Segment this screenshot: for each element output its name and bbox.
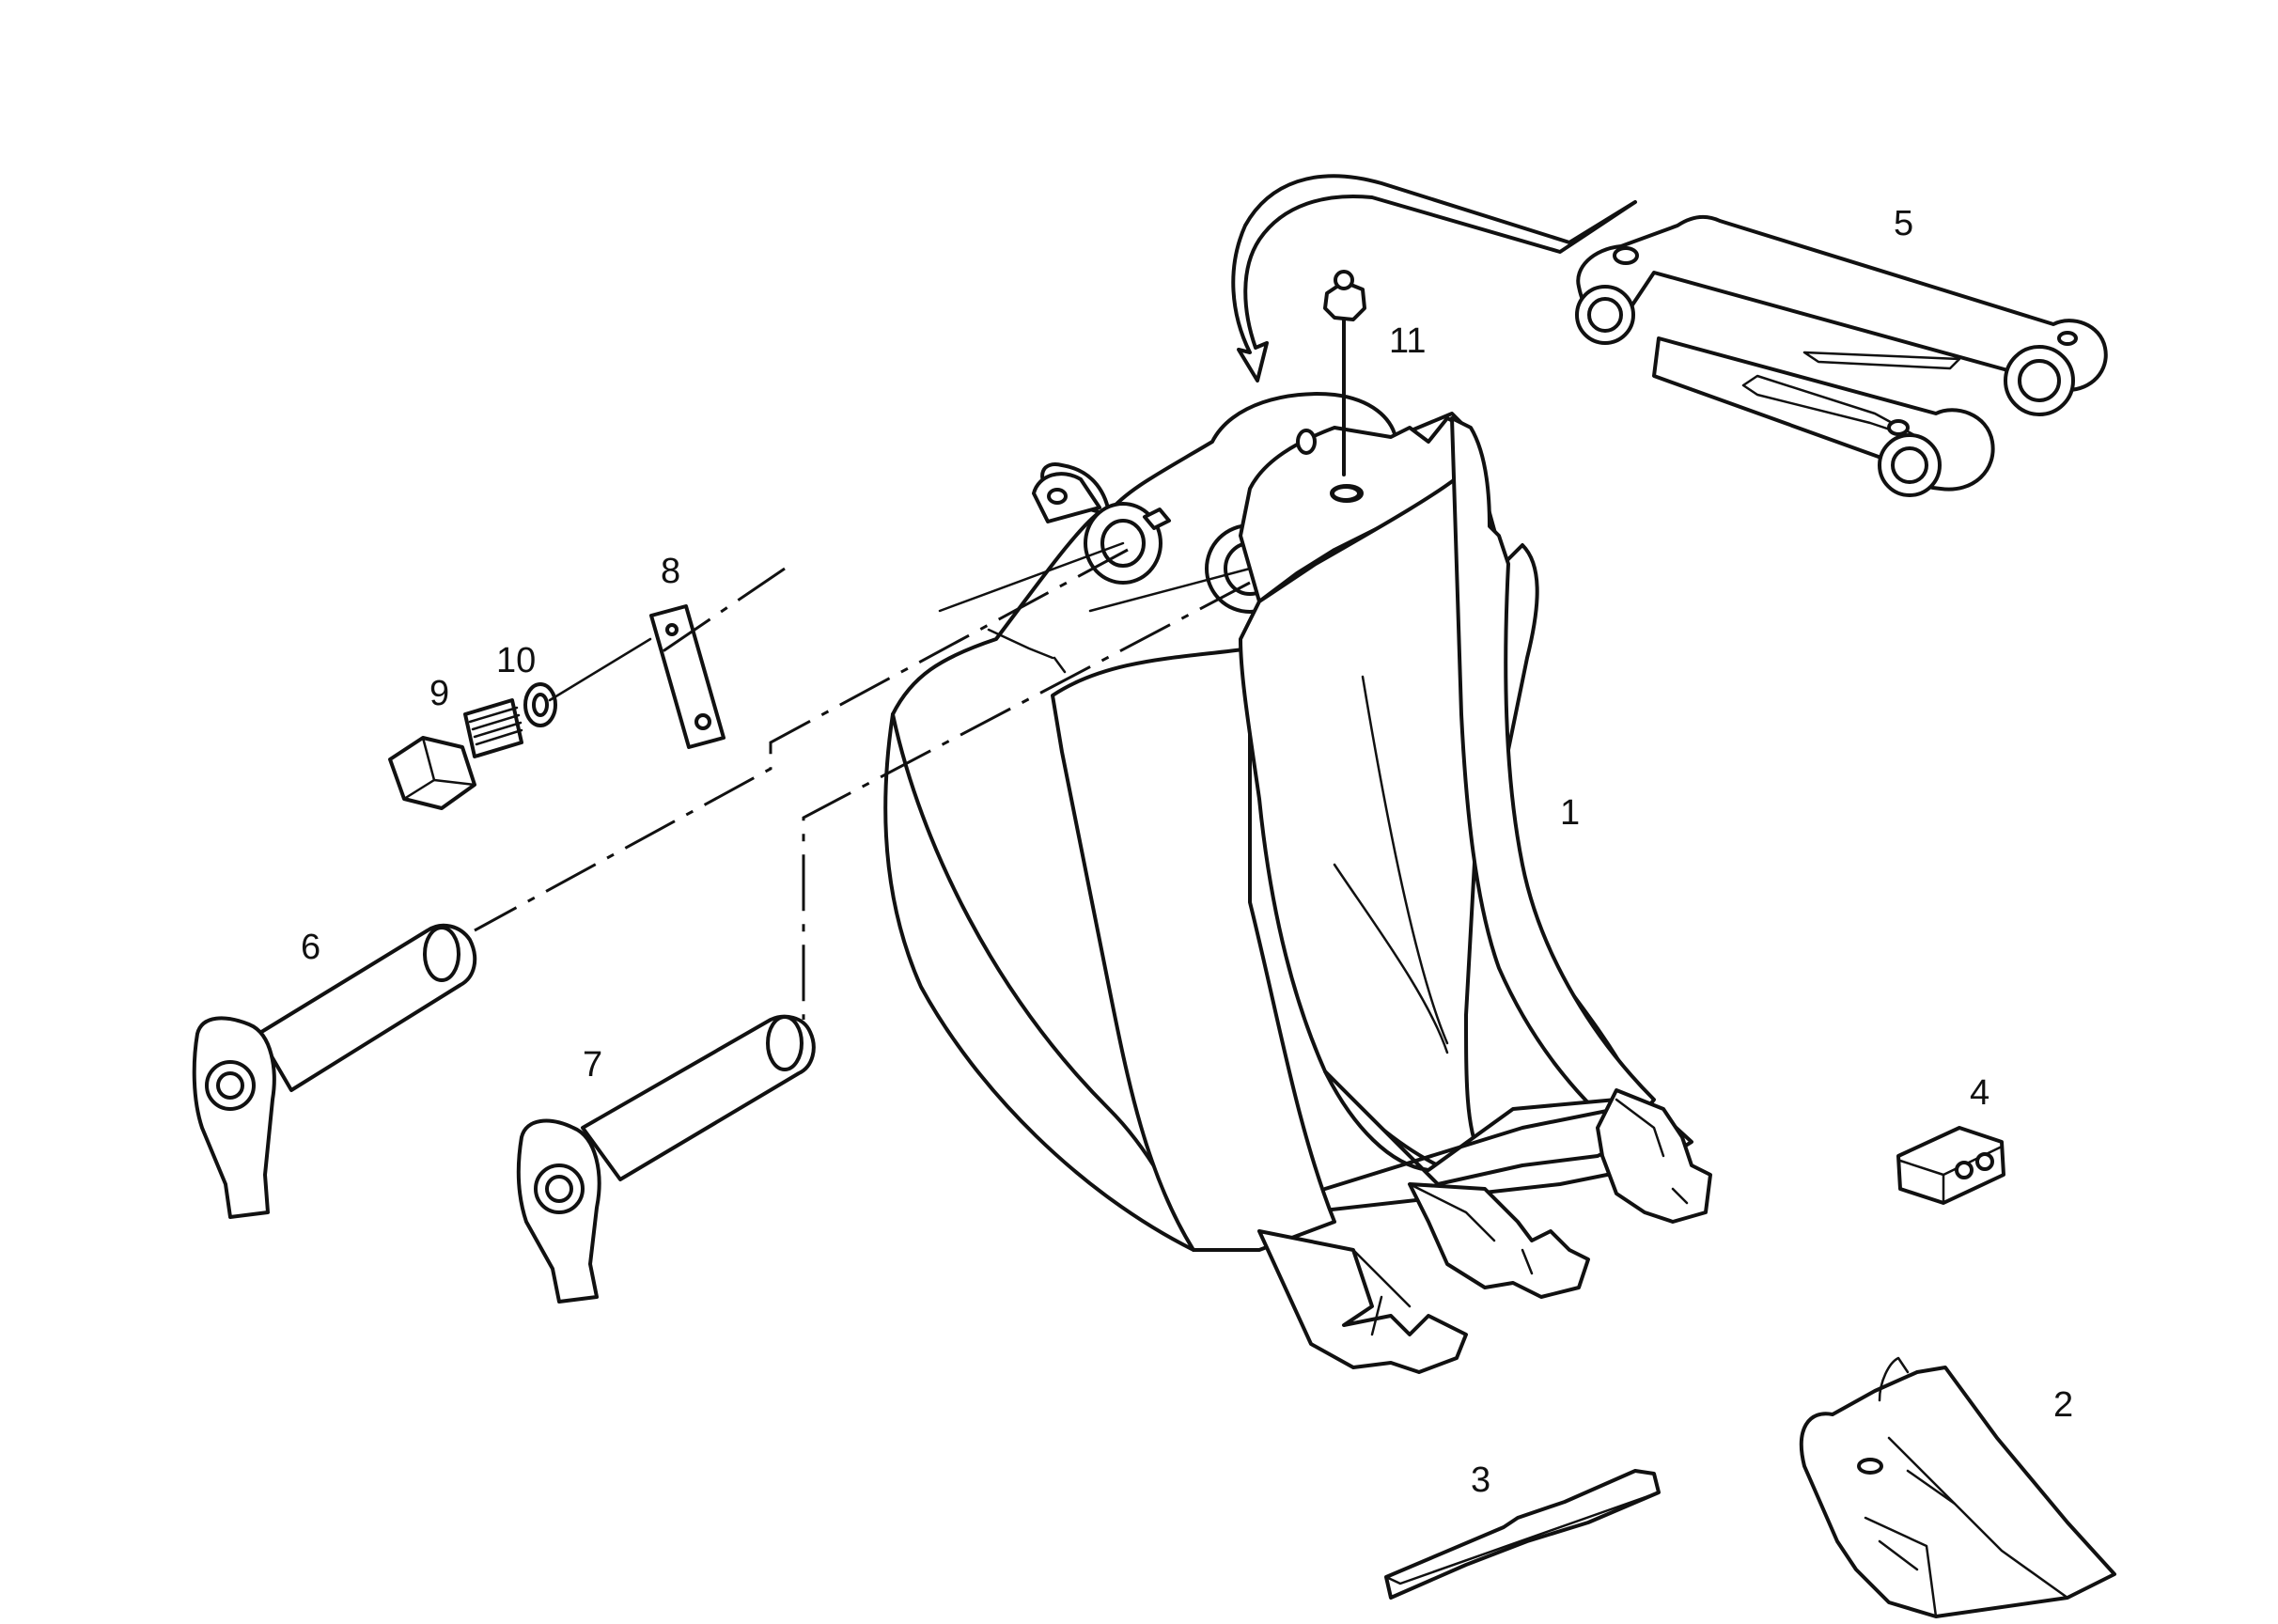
assembly-leader-lines [474, 541, 1252, 1020]
curved-arrow-icon [1231, 174, 1637, 383]
adapter-block-icon [1896, 1126, 2005, 1205]
hinge-pin-icon-lower [516, 1014, 816, 1304]
tooth-adapter-right [1596, 1088, 1712, 1224]
bucket-link-icon [1575, 214, 2108, 497]
bucket-tooth-icon [1799, 1356, 2116, 1618]
callout-8: 8 [661, 552, 680, 591]
callout-9: 9 [429, 674, 449, 713]
callout-5: 5 [1894, 204, 1913, 243]
tooth-adapter-left [1257, 1229, 1468, 1374]
hex-bolt-icon [388, 698, 523, 810]
callout-11: 11 [1389, 321, 1426, 361]
hinge-pin-icon [192, 923, 477, 1219]
callout-4: 4 [1970, 1073, 1989, 1113]
lock-plate-icon [649, 604, 726, 749]
spring-washer-icon [523, 682, 557, 727]
callout-6: 6 [301, 928, 320, 967]
callout-10: 10 [496, 641, 536, 680]
callout-1: 1 [1560, 793, 1580, 833]
callout-2: 2 [2053, 1385, 2073, 1425]
excavator-bucket-icon [883, 392, 1712, 1374]
grease-nipple-icon [1323, 270, 1366, 476]
tooth-adapter-middle [1408, 1182, 1590, 1299]
side-cutter-icon [1384, 1469, 1661, 1600]
callout-7: 7 [583, 1045, 602, 1085]
callout-3: 3 [1471, 1460, 1490, 1500]
